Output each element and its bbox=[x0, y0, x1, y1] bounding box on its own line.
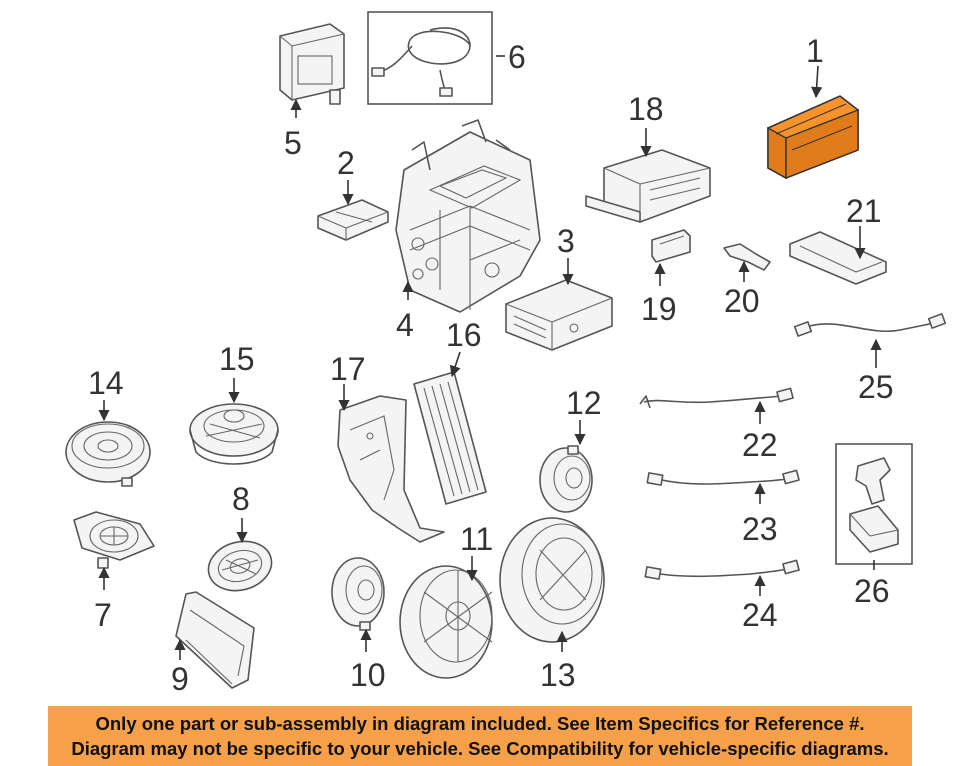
callout-6: 6 bbox=[508, 39, 526, 75]
part-15-woofer[interactable] bbox=[189, 403, 279, 465]
part-21-tray[interactable] bbox=[789, 231, 887, 285]
callout-14: 14 bbox=[88, 365, 124, 401]
callout-8: 8 bbox=[232, 481, 250, 517]
part-12-speaker[interactable] bbox=[539, 445, 593, 513]
callout-23: 23 bbox=[742, 511, 778, 547]
leader-1 bbox=[811, 65, 823, 99]
callout-18: 18 bbox=[628, 91, 664, 127]
part-4-housing[interactable] bbox=[395, 119, 541, 313]
callout-17: 17 bbox=[330, 351, 366, 387]
callout-21: 21 bbox=[846, 193, 882, 229]
part-26-sensor-set[interactable] bbox=[835, 443, 913, 565]
part-18-receiver[interactable] bbox=[585, 149, 711, 223]
part-23-cable[interactable] bbox=[646, 469, 800, 486]
callout-11: 11 bbox=[460, 521, 493, 557]
callout-16: 16 bbox=[446, 317, 482, 353]
part-8-speaker[interactable] bbox=[203, 535, 277, 598]
callout-19: 19 bbox=[641, 291, 677, 327]
callout-7: 7 bbox=[94, 597, 112, 633]
disclaimer-line-1: Only one part or sub-assembly in diagram… bbox=[95, 713, 865, 734]
callout-12: 12 bbox=[566, 385, 602, 421]
callout-20: 20 bbox=[724, 283, 760, 319]
callout-13: 13 bbox=[540, 657, 576, 693]
part-19-connector[interactable] bbox=[651, 229, 691, 263]
callout-26: 26 bbox=[854, 573, 890, 609]
callout-15: 15 bbox=[219, 341, 255, 377]
callout-4: 4 bbox=[396, 307, 414, 343]
part-5-control-unit[interactable] bbox=[279, 23, 345, 105]
part-22-cable[interactable] bbox=[639, 387, 794, 409]
callout-22: 22 bbox=[742, 427, 778, 463]
part-7-tweeter[interactable] bbox=[73, 511, 155, 569]
callout-3: 3 bbox=[557, 223, 575, 259]
callout-5: 5 bbox=[284, 125, 302, 161]
part-6-cable-set[interactable] bbox=[367, 11, 493, 105]
callout-1: 1 bbox=[806, 33, 824, 69]
callout-2: 2 bbox=[337, 145, 355, 181]
leader-16 bbox=[449, 351, 461, 378]
disclaimer-banner: Only one part or sub-assembly in diagram… bbox=[48, 706, 912, 766]
part-9-trim-panel[interactable] bbox=[175, 591, 255, 689]
part-11-speaker[interactable] bbox=[399, 565, 493, 679]
callout-10: 10 bbox=[350, 657, 386, 693]
disclaimer-line-2: Diagram may not be specific to your vehi… bbox=[71, 738, 889, 759]
part-24-cable[interactable] bbox=[644, 559, 800, 580]
part-3-amplifier[interactable] bbox=[505, 279, 613, 351]
callout-25: 25 bbox=[858, 369, 894, 405]
callout-24: 24 bbox=[742, 597, 778, 633]
part-20-clip[interactable] bbox=[723, 243, 771, 271]
part-13-speaker[interactable] bbox=[499, 517, 605, 643]
part-10-speaker[interactable] bbox=[331, 557, 385, 631]
part-14-speaker[interactable] bbox=[65, 421, 151, 487]
callout-9: 9 bbox=[171, 661, 189, 697]
part-1-module[interactable] bbox=[767, 95, 859, 180]
part-17-bracket[interactable] bbox=[337, 395, 445, 543]
part-2-bracket[interactable] bbox=[317, 199, 389, 241]
part-25-cable[interactable] bbox=[793, 313, 947, 337]
part-16-grille[interactable] bbox=[413, 371, 487, 505]
